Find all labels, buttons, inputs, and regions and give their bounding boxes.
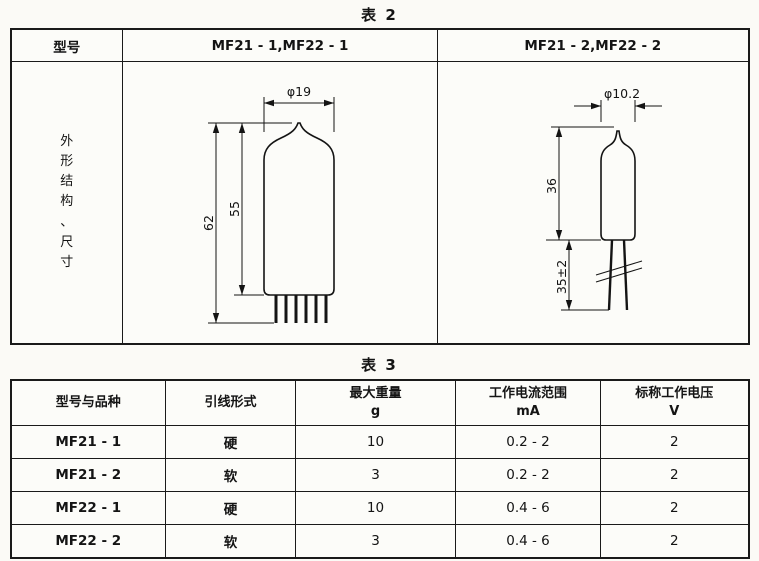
cell-model: MF21 - 2 bbox=[10, 458, 166, 492]
height-dimensions: 36 35±2 bbox=[544, 126, 615, 311]
outline-drawing-cell-mf21-2: φ10.2 bbox=[437, 61, 749, 345]
table3-header-max-weight: 最大重量 g bbox=[295, 379, 456, 426]
tube-drawing-hard-lead: φ19 bbox=[201, 84, 335, 324]
cell-lead-type: 软 bbox=[165, 458, 296, 492]
cell-rated-voltage: 2 bbox=[600, 491, 749, 525]
table3-header-row: 型号与品种 引线形式 最大重量 g 工作电流范围 mA 标称工作电压 V bbox=[10, 379, 749, 426]
diameter-dimension: φ10.2 bbox=[574, 86, 663, 122]
cell-current-range: 0.2 - 2 bbox=[455, 425, 601, 459]
dimension-label-lead-length: 35±2 bbox=[554, 260, 569, 294]
outline-drawing-cell-mf21-1: φ19 bbox=[122, 61, 438, 345]
tube-outline bbox=[262, 122, 335, 296]
cell-current-range: 0.2 - 2 bbox=[455, 458, 601, 492]
cell-rated-voltage: 2 bbox=[600, 425, 749, 459]
table2-header-type1: MF21 - 1,MF22 - 1 bbox=[122, 28, 438, 62]
dimension-label-diameter: φ19 bbox=[286, 84, 310, 99]
table3-header-lead-type: 引线形式 bbox=[165, 379, 296, 426]
cell-lead-type: 硬 bbox=[165, 491, 296, 525]
table3-caption: 表 3 bbox=[361, 356, 398, 374]
cell-current-range: 0.4 - 6 bbox=[455, 524, 601, 559]
cell-model: MF22 - 2 bbox=[10, 524, 166, 559]
table-row: MF22 - 2 软 3 0.4 - 6 2 bbox=[10, 524, 749, 559]
tube-pins bbox=[274, 295, 327, 323]
dimension-label-body-height: 36 bbox=[544, 178, 559, 194]
table2-body-row: 外 形 结 构 、 尺 寸 φ19 bbox=[10, 61, 749, 345]
tube-leads bbox=[608, 239, 629, 311]
outline-dimension-table: 型号 MF21 - 1,MF22 - 1 MF21 - 2,MF22 - 2 外… bbox=[9, 28, 750, 345]
cell-max-weight: 3 bbox=[295, 524, 456, 559]
tube-outline bbox=[600, 130, 637, 241]
table2-header-model: 型号 bbox=[10, 28, 123, 62]
cell-max-weight: 10 bbox=[295, 425, 456, 459]
table2-caption: 表 2 bbox=[361, 6, 398, 24]
diameter-dimension: φ19 bbox=[263, 84, 334, 132]
height-dimensions: 55 62 bbox=[201, 122, 292, 324]
cell-lead-type: 硬 bbox=[165, 425, 296, 459]
dimension-label-total-height: 62 bbox=[201, 215, 216, 231]
cell-rated-voltage: 2 bbox=[600, 524, 749, 559]
cell-model: MF22 - 1 bbox=[10, 491, 166, 525]
cell-rated-voltage: 2 bbox=[600, 458, 749, 492]
table3-header-rated-voltage: 标称工作电压 V bbox=[600, 379, 749, 426]
table3-header-model-variety: 型号与品种 bbox=[10, 379, 166, 426]
cell-max-weight: 3 bbox=[295, 458, 456, 492]
table-row: MF21 - 2 软 3 0.2 - 2 2 bbox=[10, 458, 749, 492]
electrical-spec-table: 型号与品种 引线形式 最大重量 g 工作电流范围 mA 标称工作电压 V MF2… bbox=[9, 379, 750, 559]
table-row: MF21 - 1 硬 10 0.2 - 2 2 bbox=[10, 425, 749, 459]
table2-header-type2: MF21 - 2,MF22 - 2 bbox=[437, 28, 749, 62]
cell-lead-type: 软 bbox=[165, 524, 296, 559]
table2-header-row: 型号 MF21 - 1,MF22 - 1 MF21 - 2,MF22 - 2 bbox=[10, 28, 749, 62]
outline-dimensions-row-label: 外 形 结 构 、 尺 寸 bbox=[10, 61, 123, 345]
table-row: MF22 - 1 硬 10 0.4 - 6 2 bbox=[10, 491, 749, 525]
tube-drawing-soft-lead: φ10.2 bbox=[544, 86, 663, 311]
dimension-label-body-height: 55 bbox=[227, 201, 242, 217]
cell-model: MF21 - 1 bbox=[10, 425, 166, 459]
lead-break-mark bbox=[596, 260, 643, 283]
cell-current-range: 0.4 - 6 bbox=[455, 491, 601, 525]
cell-max-weight: 10 bbox=[295, 491, 456, 525]
table3-header-current-range: 工作电流范围 mA bbox=[455, 379, 601, 426]
dimension-label-diameter: φ10.2 bbox=[604, 86, 640, 101]
